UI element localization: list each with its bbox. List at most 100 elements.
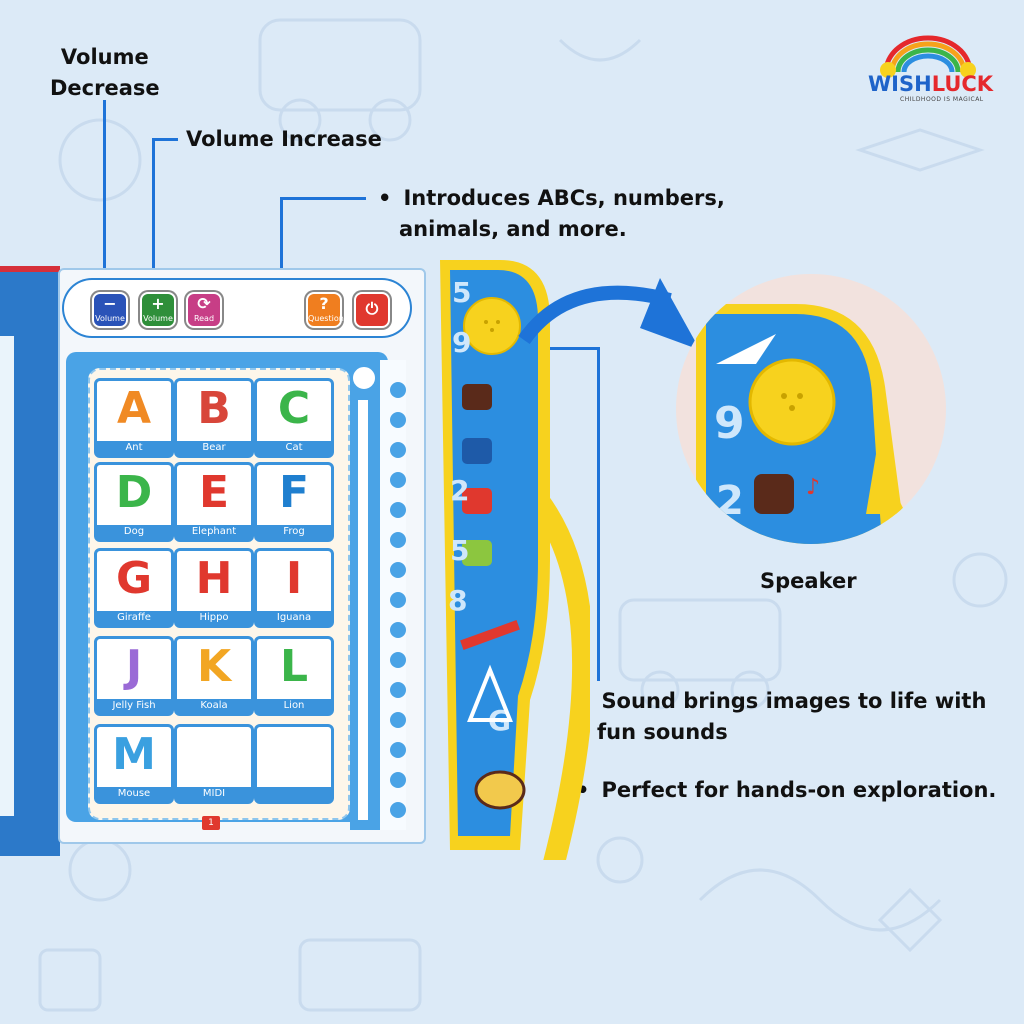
- sound-button-3: [462, 488, 492, 514]
- card-name: Koala: [177, 699, 251, 713]
- plus-icon: +: [151, 294, 165, 313]
- card-name: Lion: [257, 699, 331, 713]
- refresh-icon: ⟳: [197, 294, 211, 313]
- card-name: Iguana: [257, 611, 331, 625]
- card-letter: L: [279, 641, 309, 692]
- sound-line1: Sound brings images to life with: [576, 686, 1016, 717]
- card-letter: G: [115, 553, 153, 604]
- read-button[interactable]: ⟳ Read: [186, 292, 222, 328]
- volume-increase-label: Volume Increase: [186, 127, 382, 151]
- book-handle: [529, 493, 590, 860]
- volume-increase-leader-v: [152, 138, 155, 290]
- speaker-zoom-illustration: ♪ 9 2: [696, 304, 906, 544]
- perfect-label: Perfect for hands-on exploration.: [576, 775, 1016, 806]
- book-spine: 5 9 2 5 8 G: [440, 260, 590, 860]
- card-name: Frog: [257, 525, 331, 539]
- brand-tagline: CHILDHOOD IS MAGICAL: [900, 96, 984, 103]
- volume-decrease-button-label: Volume: [95, 314, 125, 323]
- alphabet-card[interactable]: D Dog: [94, 462, 174, 542]
- question-button-label: Question: [308, 314, 344, 323]
- volume-decrease-line2: Decrease: [50, 76, 160, 100]
- card-letter: F: [278, 467, 310, 518]
- card-name: MIDI: [177, 787, 251, 801]
- alphabet-card[interactable]: MIDI: [174, 724, 254, 804]
- wishluck-logo-rainbow: [880, 35, 976, 78]
- power-button[interactable]: ⏻: [354, 292, 390, 328]
- card-name: Cat: [257, 441, 331, 455]
- question-button[interactable]: ? Question: [306, 292, 344, 328]
- card-letter: C: [277, 383, 311, 434]
- power-icon: ⏻: [365, 299, 379, 318]
- alphabet-card[interactable]: H Hippo: [174, 548, 254, 628]
- card-name: Giraffe: [97, 611, 171, 625]
- card-letter: E: [198, 467, 230, 518]
- card-name: Mouse: [97, 787, 171, 801]
- alphabet-card[interactable]: C Cat: [254, 378, 334, 458]
- book-cover-inner: [0, 336, 14, 816]
- alphabet-card[interactable]: L Lion: [254, 636, 334, 716]
- card-name: Jelly Fish: [97, 699, 171, 713]
- volume-increase-button-label: Volume: [143, 314, 173, 323]
- alphabet-card[interactable]: M Mouse: [94, 724, 174, 804]
- page-scallop-edge: [350, 360, 406, 830]
- alphabet-card[interactable]: J Jelly Fish: [94, 636, 174, 716]
- intro-label: Introduces ABCs, numbers, animals, and m…: [378, 183, 758, 245]
- volume-increase-leader-h: [152, 138, 178, 141]
- intro-line2: animals, and more.: [399, 217, 627, 241]
- volume-decrease-leader: [103, 100, 106, 290]
- spine-digit-1: 5: [452, 276, 471, 309]
- book-toolbar: − Volume + Volume ⟳ Read ? Question ⏻: [62, 278, 412, 338]
- card-name: [257, 787, 331, 801]
- volume-increase-button[interactable]: + Volume: [140, 292, 176, 328]
- intro-leader-h: [280, 197, 366, 200]
- card-name: Elephant: [177, 525, 251, 539]
- question-icon: ?: [319, 294, 329, 313]
- sound-line2: fun sounds: [597, 720, 728, 744]
- sound-leader-h: [510, 347, 600, 350]
- card-letter: H: [195, 553, 233, 604]
- card-letter: I: [285, 553, 303, 604]
- spine-digit-5: 8: [448, 584, 467, 617]
- alphabet-card[interactable]: I Iguana: [254, 548, 334, 628]
- brand-name-part1: WISH: [868, 72, 932, 96]
- sound-button-2: [462, 438, 492, 464]
- speaker-label: Speaker: [760, 569, 857, 593]
- alphabet-card[interactable]: F Frog: [254, 462, 334, 542]
- speaker-zoom: ♪ 9 2: [676, 274, 946, 544]
- sound-leader-v: [597, 347, 600, 681]
- alphabet-card[interactable]: G Giraffe: [94, 548, 174, 628]
- spine-digit-4: 5: [450, 534, 469, 567]
- sound-label: Sound brings images to life with fun sou…: [576, 686, 1016, 748]
- card-name: Dog: [97, 525, 171, 539]
- card-name: Ant: [97, 441, 171, 455]
- volume-decrease-label: Volume Decrease: [50, 42, 160, 104]
- card-letter: D: [115, 467, 153, 518]
- spine-digit-2: 9: [452, 326, 471, 359]
- zoom-digit-1: 9: [714, 398, 745, 449]
- spine-digit-3: 2: [450, 474, 469, 507]
- alphabet-card[interactable]: K Koala: [174, 636, 254, 716]
- svg-text:♪: ♪: [806, 475, 820, 500]
- card-letter: M: [112, 729, 156, 780]
- card-name: Hippo: [177, 611, 251, 625]
- card-letter: A: [116, 383, 152, 434]
- card-name: Bear: [177, 441, 251, 455]
- arrow-to-zoom: [518, 278, 700, 350]
- sound-button-4: [462, 540, 492, 566]
- card-letter: K: [196, 641, 232, 692]
- intro-line1: Introduces ABCs, numbers,: [378, 183, 758, 214]
- read-button-label: Read: [193, 314, 215, 323]
- brand-name: WISHLUCK: [868, 72, 993, 96]
- speaker-grill: [463, 297, 521, 355]
- alphabet-card[interactable]: E Elephant: [174, 462, 254, 542]
- alphabet-card[interactable]: [254, 724, 334, 804]
- sound-button-1: [462, 384, 492, 410]
- volume-decrease-button[interactable]: − Volume: [92, 292, 128, 328]
- card-letter: J: [125, 641, 143, 692]
- alphabet-card[interactable]: A Ant: [94, 378, 174, 458]
- page-number: 1: [202, 816, 220, 830]
- minus-icon: −: [103, 294, 117, 313]
- volume-decrease-line1: Volume: [60, 45, 149, 69]
- brand-name-part2: LUCK: [931, 72, 994, 96]
